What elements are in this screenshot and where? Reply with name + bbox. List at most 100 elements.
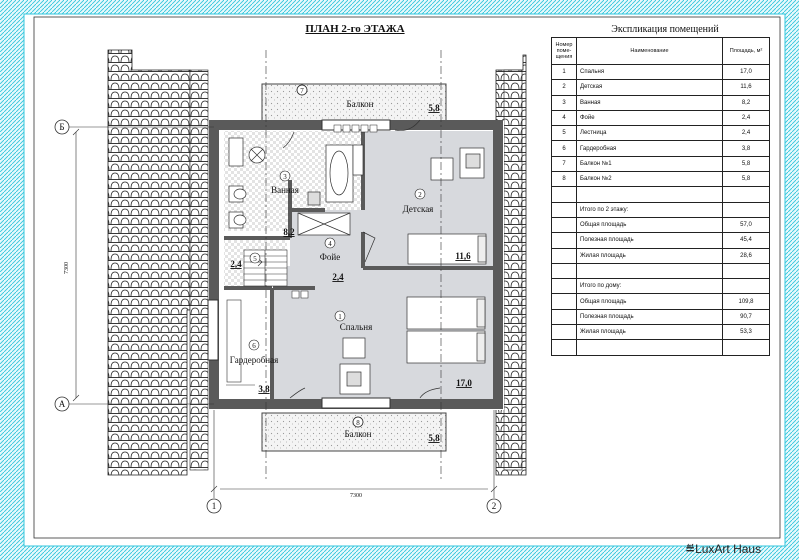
axis-b-label: Б xyxy=(59,122,64,132)
axis-a-label: А xyxy=(59,399,66,409)
cell-name: Фойе xyxy=(576,109,723,127)
cell-num xyxy=(551,278,577,295)
explication-title: Экспликация помещений xyxy=(611,24,719,35)
cell-num: 3 xyxy=(551,94,577,111)
cell-name xyxy=(576,339,723,356)
cell-num: 1 xyxy=(551,63,577,81)
logo-mark-icon: ≝ xyxy=(685,542,696,556)
cell-area: 3,8 xyxy=(722,140,770,157)
wardrobe-name: Гардеробная xyxy=(230,355,278,365)
room-labels: 7 Балкон 5,8 3 Ванная 8,2 2 Детская 11,6… xyxy=(230,84,472,443)
logo-text: LuxArt Haus xyxy=(695,542,762,556)
explication-table: Номер поме-щения Наименование Площадь, м… xyxy=(551,37,770,356)
cell-num xyxy=(551,324,577,341)
cell-area: 45,4 xyxy=(722,232,770,249)
axis-a-bubble xyxy=(54,396,70,412)
bath-number: 3 xyxy=(283,173,287,181)
bedroom-name: Спальня xyxy=(340,322,372,332)
cell-name xyxy=(576,262,723,280)
cell-name xyxy=(576,186,723,203)
cell-num xyxy=(551,247,577,264)
balcony-top xyxy=(261,83,447,125)
cell-name: Жилая площадь xyxy=(576,324,723,341)
foyer-name: Фойе xyxy=(320,252,340,262)
cell-num: 4 xyxy=(551,109,577,127)
floor-plan xyxy=(207,119,504,410)
cell-name: Жилая площадь xyxy=(576,247,723,264)
cell-area xyxy=(722,262,770,280)
table-row xyxy=(551,186,770,203)
cell-name: Полезная площадь xyxy=(576,308,723,326)
cell-area: 8,2 xyxy=(722,94,770,111)
plan-title: ПЛАН 2-го ЭТАЖА xyxy=(305,23,405,35)
cell-area: 17,0 xyxy=(722,63,770,81)
cell-name: Балкон №1 xyxy=(576,155,723,173)
cell-area xyxy=(722,201,770,218)
cell-area: 53,3 xyxy=(722,324,770,341)
axis-2-bubble xyxy=(486,498,502,514)
dimension-horizontal: 7300 xyxy=(350,493,362,499)
cell-num xyxy=(551,201,577,218)
kids-area: 11,6 xyxy=(455,251,471,261)
bedroom-number: 1 xyxy=(338,313,342,321)
balcony-top-name: Балкон xyxy=(347,99,374,109)
cell-name: Общая площадь xyxy=(576,216,723,234)
stairs-area: 2,4 xyxy=(230,259,242,269)
axis-2-label: 2 xyxy=(492,501,497,511)
cell-area: 90,7 xyxy=(722,308,770,326)
cell-area: 57,0 xyxy=(722,216,770,234)
axis-lines xyxy=(69,50,498,498)
bedroom-area: 17,0 xyxy=(456,378,472,388)
table-row: Итого по дому: xyxy=(551,278,770,295)
foyer-area: 2,4 xyxy=(332,272,344,282)
cell-name: Детская xyxy=(576,79,723,96)
cell-num: 6 xyxy=(551,140,577,157)
cell-area: 5,8 xyxy=(722,155,770,173)
dimension-vertical: 7300 xyxy=(64,262,70,274)
cell-area xyxy=(722,339,770,356)
kids-name: Детская xyxy=(403,204,434,214)
cell-num xyxy=(551,232,577,249)
header-name: Наименование xyxy=(576,37,723,65)
cell-area xyxy=(722,186,770,203)
cell-num xyxy=(551,339,577,356)
axis-1-label: 1 xyxy=(212,501,217,511)
axis-b-bubble xyxy=(54,119,70,135)
cell-num xyxy=(551,308,577,326)
balcony-bottom-name: Балкон xyxy=(345,429,372,439)
wardrobe-area: 3,8 xyxy=(258,384,270,394)
cell-name: Ванная xyxy=(576,94,723,111)
cell-name: Лестница xyxy=(576,125,723,142)
axis-1-bubble xyxy=(206,498,222,514)
balcony-top-area: 5,8 xyxy=(428,103,440,113)
cell-name: Итого по дому: xyxy=(576,278,723,295)
cell-area: 11,6 xyxy=(722,79,770,96)
table-row: Итого по 2 этажу: xyxy=(551,201,770,218)
kids-number: 2 xyxy=(418,191,422,199)
stairs-number: 5 xyxy=(253,255,257,263)
cell-num xyxy=(551,186,577,203)
cell-name: Спальня xyxy=(576,63,723,81)
cell-num: 7 xyxy=(551,155,577,173)
bath-area: 8,2 xyxy=(283,227,295,237)
axis-bubbles xyxy=(54,119,502,514)
cell-num: 2 xyxy=(551,79,577,96)
cell-name: Гардеробная xyxy=(576,140,723,157)
cell-area: 109,8 xyxy=(722,293,770,310)
cell-num: 8 xyxy=(551,171,577,188)
balcony-bottom-number: 8 xyxy=(356,419,360,427)
cell-area: 5,8 xyxy=(722,171,770,188)
